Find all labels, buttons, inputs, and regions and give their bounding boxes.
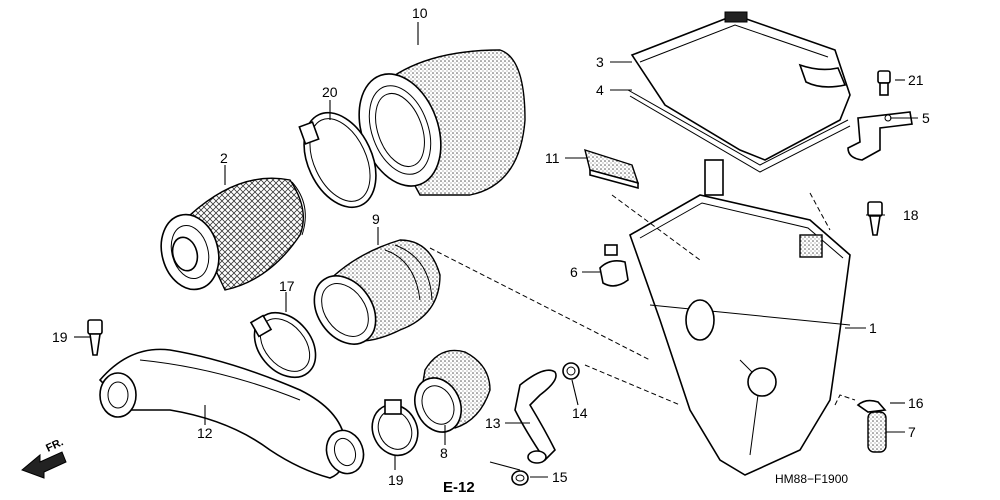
clamp-6 [599,244,629,287]
clip-14 [562,362,580,380]
callout-20: 20 [322,84,338,100]
callout-3: 3 [596,54,604,70]
drain-clip-16 [856,399,887,413]
bolt-18-right [867,201,883,236]
callout-12: 12 [197,425,213,441]
band-17 [249,311,317,379]
band-19 [371,399,419,457]
callout-16: 16 [908,395,924,411]
callout-4: 4 [596,82,604,98]
intake-duct [98,348,365,479]
foam-pad [584,148,640,190]
connecting-tube [313,239,441,345]
front-direction-arrow: FR. [21,436,67,479]
diagram-code: HM88−F1900 [775,472,848,486]
callout-15: 15 [552,469,568,485]
callout-6: 6 [570,264,578,280]
callout-21: 21 [908,72,924,88]
callout-1: 1 [869,320,877,336]
callout-18: 18 [903,207,919,223]
bolt-18-left [87,319,103,356]
air-filter-element [358,49,526,196]
section-reference: E-12 [443,479,475,496]
bracket-5 [847,111,913,161]
callout-5: 5 [922,110,930,126]
air-boot [414,349,491,433]
callout-17: 17 [279,278,295,294]
callout-11: 11 [545,150,560,166]
callout-10: 10 [412,5,428,21]
bolt-21 [877,70,891,96]
callout-19-left: 19 [52,329,68,345]
callout-2: 2 [220,150,228,166]
filter-cage [160,177,306,291]
callout-8: 8 [440,445,448,461]
leader-lines [74,22,918,478]
band-20 [298,111,377,209]
air-cleaner-cover [630,11,851,161]
callout-7: 7 [908,424,916,440]
air-cleaner-case [629,159,851,476]
cover-gasket [627,89,851,173]
callout-19-bottom: 19 [388,472,404,488]
callout-9: 9 [372,211,380,227]
drain-plug-7 [867,411,887,453]
callout-14: 14 [572,405,588,421]
callout-13: 13 [485,415,501,431]
clip-15 [511,470,529,486]
drain-tube [514,369,557,464]
callout-labels: 10 20 2 9 17 19 12 8 3 4 21 5 11 18 6 1 … [52,5,930,488]
